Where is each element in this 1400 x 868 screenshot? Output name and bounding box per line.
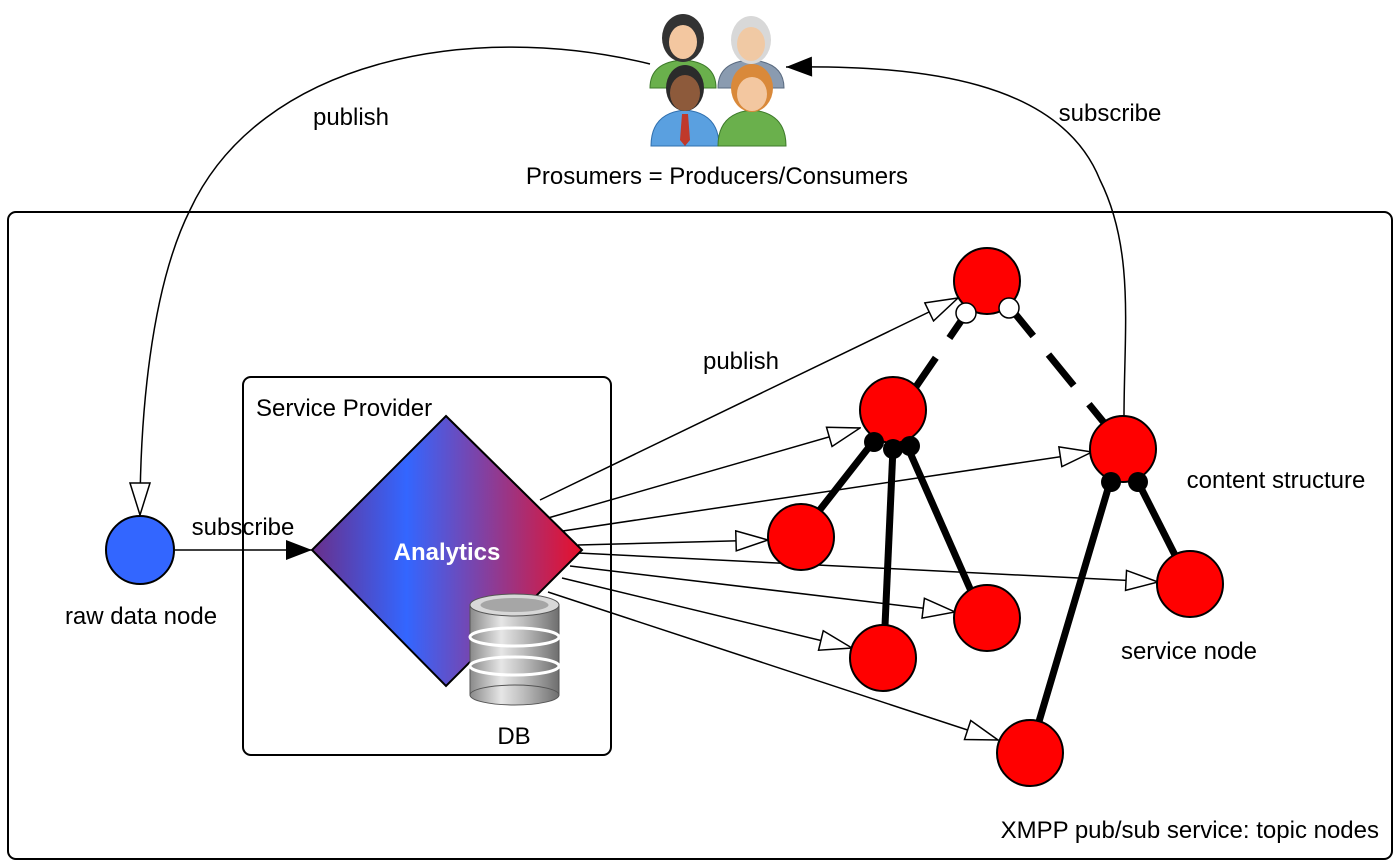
port-right-2 xyxy=(1128,472,1148,492)
xmpp-service-label: XMPP pub/sub service: topic nodes xyxy=(1001,817,1379,844)
publish-arrow-leaf-a xyxy=(577,540,768,545)
topic-node-right-mid xyxy=(1089,415,1157,483)
port-root-left xyxy=(955,302,977,324)
publish-arrow-left-mid xyxy=(547,428,860,519)
publish-arrow-service-node xyxy=(577,552,1158,582)
port-mid-3 xyxy=(900,436,920,456)
publish-arrow-leaf-b xyxy=(561,577,852,648)
connection-ports xyxy=(864,297,1148,492)
publish-arrow-root xyxy=(539,298,958,501)
edge-right-service xyxy=(1134,480,1184,567)
analytics-diamond xyxy=(310,414,584,688)
database-icon xyxy=(468,593,561,706)
xmpp-service-boundary xyxy=(7,211,1393,860)
subscribe-top-label: subscribe xyxy=(1059,100,1162,127)
raw-data-node xyxy=(105,515,175,585)
edge-mid-leafc xyxy=(904,446,979,602)
publish-arrow-right-mid xyxy=(555,452,1092,533)
edge-right-leafd xyxy=(1031,481,1114,736)
topic-node-root xyxy=(953,247,1021,315)
prosumers-label: Prosumers = Producers/Consumers xyxy=(526,163,908,190)
content-structure-label: content structure xyxy=(1187,467,1366,494)
publish-top-label: publish xyxy=(313,104,389,131)
topic-node-service xyxy=(1156,550,1224,618)
db-label: DB xyxy=(497,723,530,750)
people-group-icon xyxy=(649,14,787,147)
publish-curve-arrow xyxy=(140,46,651,515)
port-mid-2 xyxy=(883,439,903,459)
service-node-label: service node xyxy=(1121,638,1257,665)
topic-node-leaf-a xyxy=(767,503,835,571)
edge-mid-leafb xyxy=(880,447,897,649)
subscribe-curve-arrow xyxy=(785,56,1127,418)
edge-root-left xyxy=(897,303,975,412)
publish-mid-label: publish xyxy=(703,348,779,375)
port-right-1 xyxy=(1101,472,1121,492)
service-provider-box xyxy=(242,376,612,756)
port-root-right xyxy=(998,297,1020,319)
topic-nodes xyxy=(767,247,1224,787)
subscribe-mid-label: subscribe xyxy=(192,514,295,541)
content-structure-edges xyxy=(805,302,1184,736)
topic-node-leaf-d xyxy=(996,719,1064,787)
port-mid-1 xyxy=(864,432,884,452)
service-provider-label: Service Provider xyxy=(256,395,432,422)
raw-data-node-label: raw data node xyxy=(65,603,217,630)
publish-arrow-leaf-d xyxy=(547,591,998,740)
analytics-label: Analytics xyxy=(394,539,501,566)
publish-arrow-leaf-c xyxy=(569,565,955,612)
topic-node-leaf-c xyxy=(953,584,1021,652)
topic-node-leaf-b xyxy=(849,624,917,692)
publish-arrows xyxy=(539,298,1158,740)
edge-root-right xyxy=(1005,302,1113,433)
